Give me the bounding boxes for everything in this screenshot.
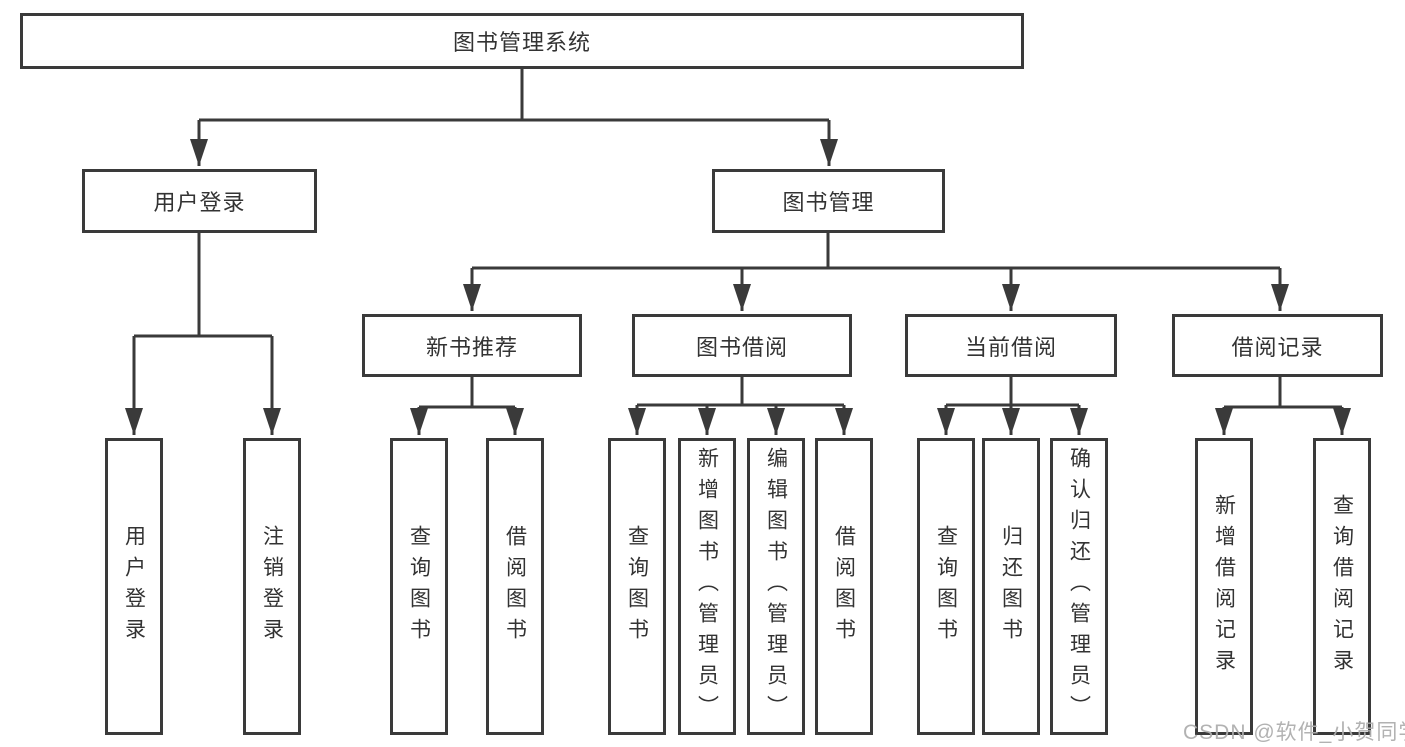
node-borrowing-records-label: 借阅记录 <box>1231 334 1324 360</box>
leaf-query-borrow-record: 查询借阅记录 <box>1313 438 1371 735</box>
leaf-query-books-recommend: 查询图书 <box>390 438 448 735</box>
node-new-book-recommend: 新书推荐 <box>362 314 582 377</box>
leaf-confirm-return-admin-label: 确认归还（管理员） <box>1067 447 1091 726</box>
leaf-query-books-current-label: 查询图书 <box>934 524 958 649</box>
leaf-borrow-books-label: 借阅图书 <box>832 524 856 649</box>
leaf-logout: 注销登录 <box>243 438 301 735</box>
leaf-borrow-books-recommend-label: 借阅图书 <box>503 524 527 649</box>
leaf-query-books-borrowing: 查询图书 <box>608 438 666 735</box>
leaf-user-login: 用户登录 <box>105 438 163 735</box>
leaf-logout-label: 注销登录 <box>260 524 284 649</box>
node-library-system: 图书管理系统 <box>20 13 1024 69</box>
leaf-user-login-label: 用户登录 <box>122 524 146 649</box>
leaf-borrow-books: 借阅图书 <box>815 438 873 735</box>
leaf-edit-books-admin-label: 编辑图书（管理员） <box>764 447 788 726</box>
node-current-borrowing: 当前借阅 <box>905 314 1117 377</box>
leaf-add-books-admin-label: 新增图书（管理员） <box>695 447 719 726</box>
leaf-add-borrow-record: 新增借阅记录 <box>1195 438 1253 735</box>
node-borrowing-records: 借阅记录 <box>1172 314 1383 377</box>
leaf-edit-books-admin: 编辑图书（管理员） <box>747 438 805 735</box>
leaf-add-books-admin: 新增图书（管理员） <box>678 438 736 735</box>
leaf-query-books-current: 查询图书 <box>917 438 975 735</box>
leaf-query-books-recommend-label: 查询图书 <box>407 524 431 649</box>
leaf-return-books: 归还图书 <box>982 438 1040 735</box>
node-library-system-label: 图书管理系统 <box>452 30 591 55</box>
leaf-query-borrow-record-label: 查询借阅记录 <box>1330 493 1354 680</box>
leaf-add-borrow-record-label: 新增借阅记录 <box>1212 493 1236 680</box>
node-book-management-label: 图书管理 <box>782 190 875 215</box>
node-new-book-recommend-label: 新书推荐 <box>425 334 518 360</box>
node-book-management: 图书管理 <box>712 169 945 233</box>
leaf-borrow-books-recommend: 借阅图书 <box>486 438 544 735</box>
node-user-login: 用户登录 <box>82 169 317 233</box>
leaf-return-books-label: 归还图书 <box>999 524 1023 649</box>
node-user-login-label: 用户登录 <box>153 190 246 215</box>
node-book-borrowing-label: 图书借阅 <box>695 334 788 360</box>
node-current-borrowing-label: 当前借阅 <box>964 334 1057 360</box>
leaf-query-books-borrowing-label: 查询图书 <box>625 524 649 649</box>
csdn-watermark: CSDN @软件_小贺同学 <box>1183 721 1405 744</box>
leaf-confirm-return-admin: 确认归还（管理员） <box>1050 438 1108 735</box>
node-book-borrowing: 图书借阅 <box>632 314 852 377</box>
